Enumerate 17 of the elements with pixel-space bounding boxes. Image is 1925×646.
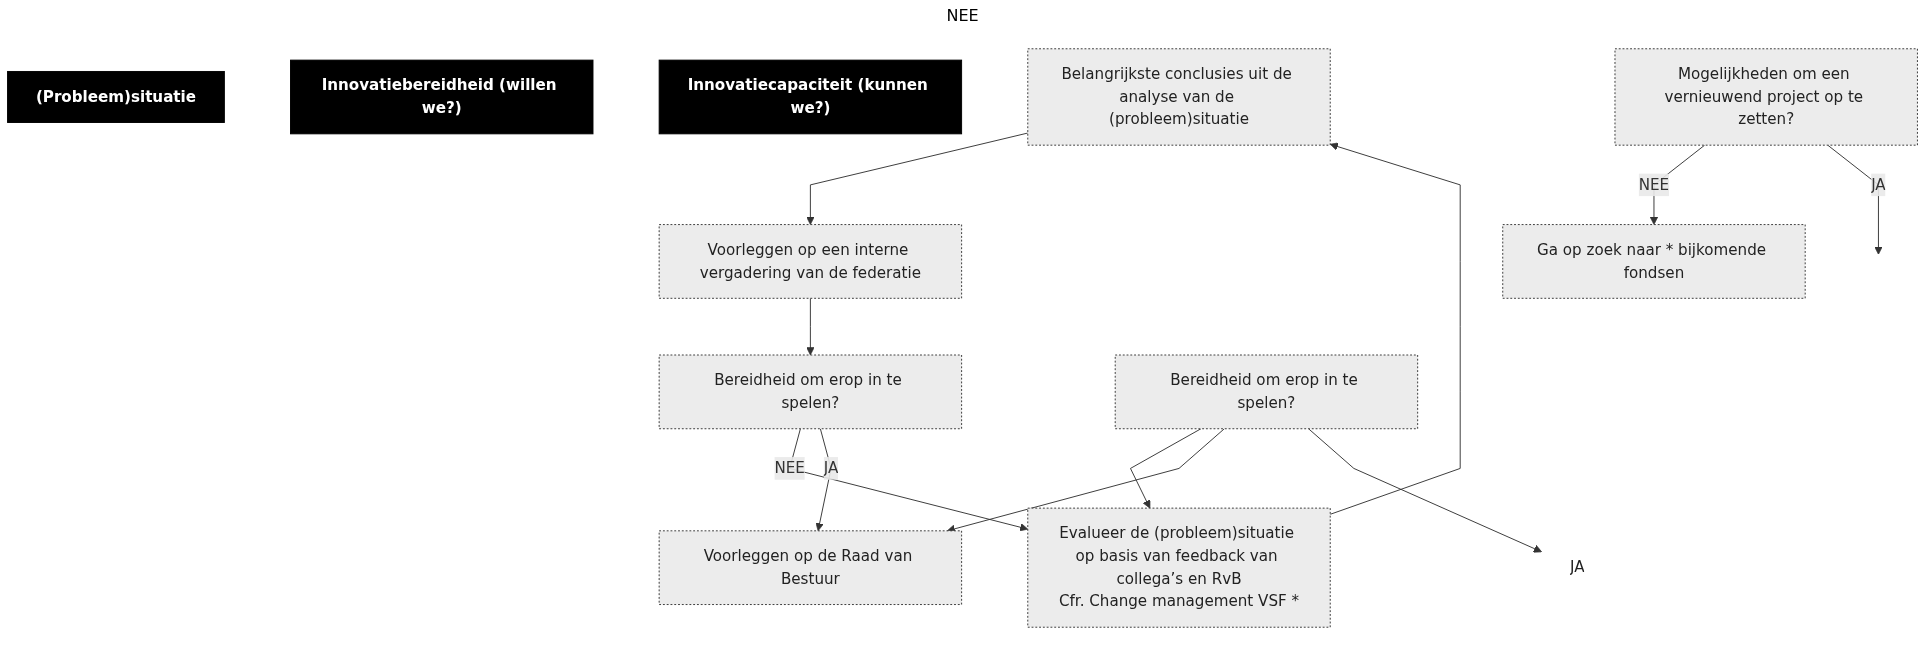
node-box: Voorleggen op de Raad van Bestuur xyxy=(658,530,963,605)
node-box: Evalueer de (probleem)situatie op basis van feedback van collega’s en RvB Cfr. Change management VSF * xyxy=(1027,507,1331,628)
node-text: JA xyxy=(1569,558,1585,577)
edge-label: JA xyxy=(1871,175,1886,194)
node-box: Belangrijkste conclusies uit de analyse van de (probleem)situatie xyxy=(1027,48,1331,146)
node-box: Bereidheid om erop in te spelen? xyxy=(658,354,963,430)
node-box: Innovatiecapaciteit (kunnen we?) xyxy=(658,59,963,135)
note-text: NEE xyxy=(946,5,979,25)
edge-label: NEE xyxy=(1638,175,1670,194)
node-box: Innovatiebereidheid (willen we?) xyxy=(290,59,594,135)
edge-label: JA xyxy=(823,458,839,477)
edge-label: NEE xyxy=(774,458,805,477)
node-box: Voorleggen op een interne vergadering van de federatie xyxy=(658,224,963,299)
node-box: Mogelijkheden om een vernieuwend project op te zetten? xyxy=(1614,48,1918,146)
node-box: Bereidheid om erop in te spelen? xyxy=(1114,354,1419,430)
node-box: Ga op zoek naar * bijkomende fondsen xyxy=(1502,224,1806,299)
node-box: (Probleem)situatie xyxy=(7,71,225,123)
